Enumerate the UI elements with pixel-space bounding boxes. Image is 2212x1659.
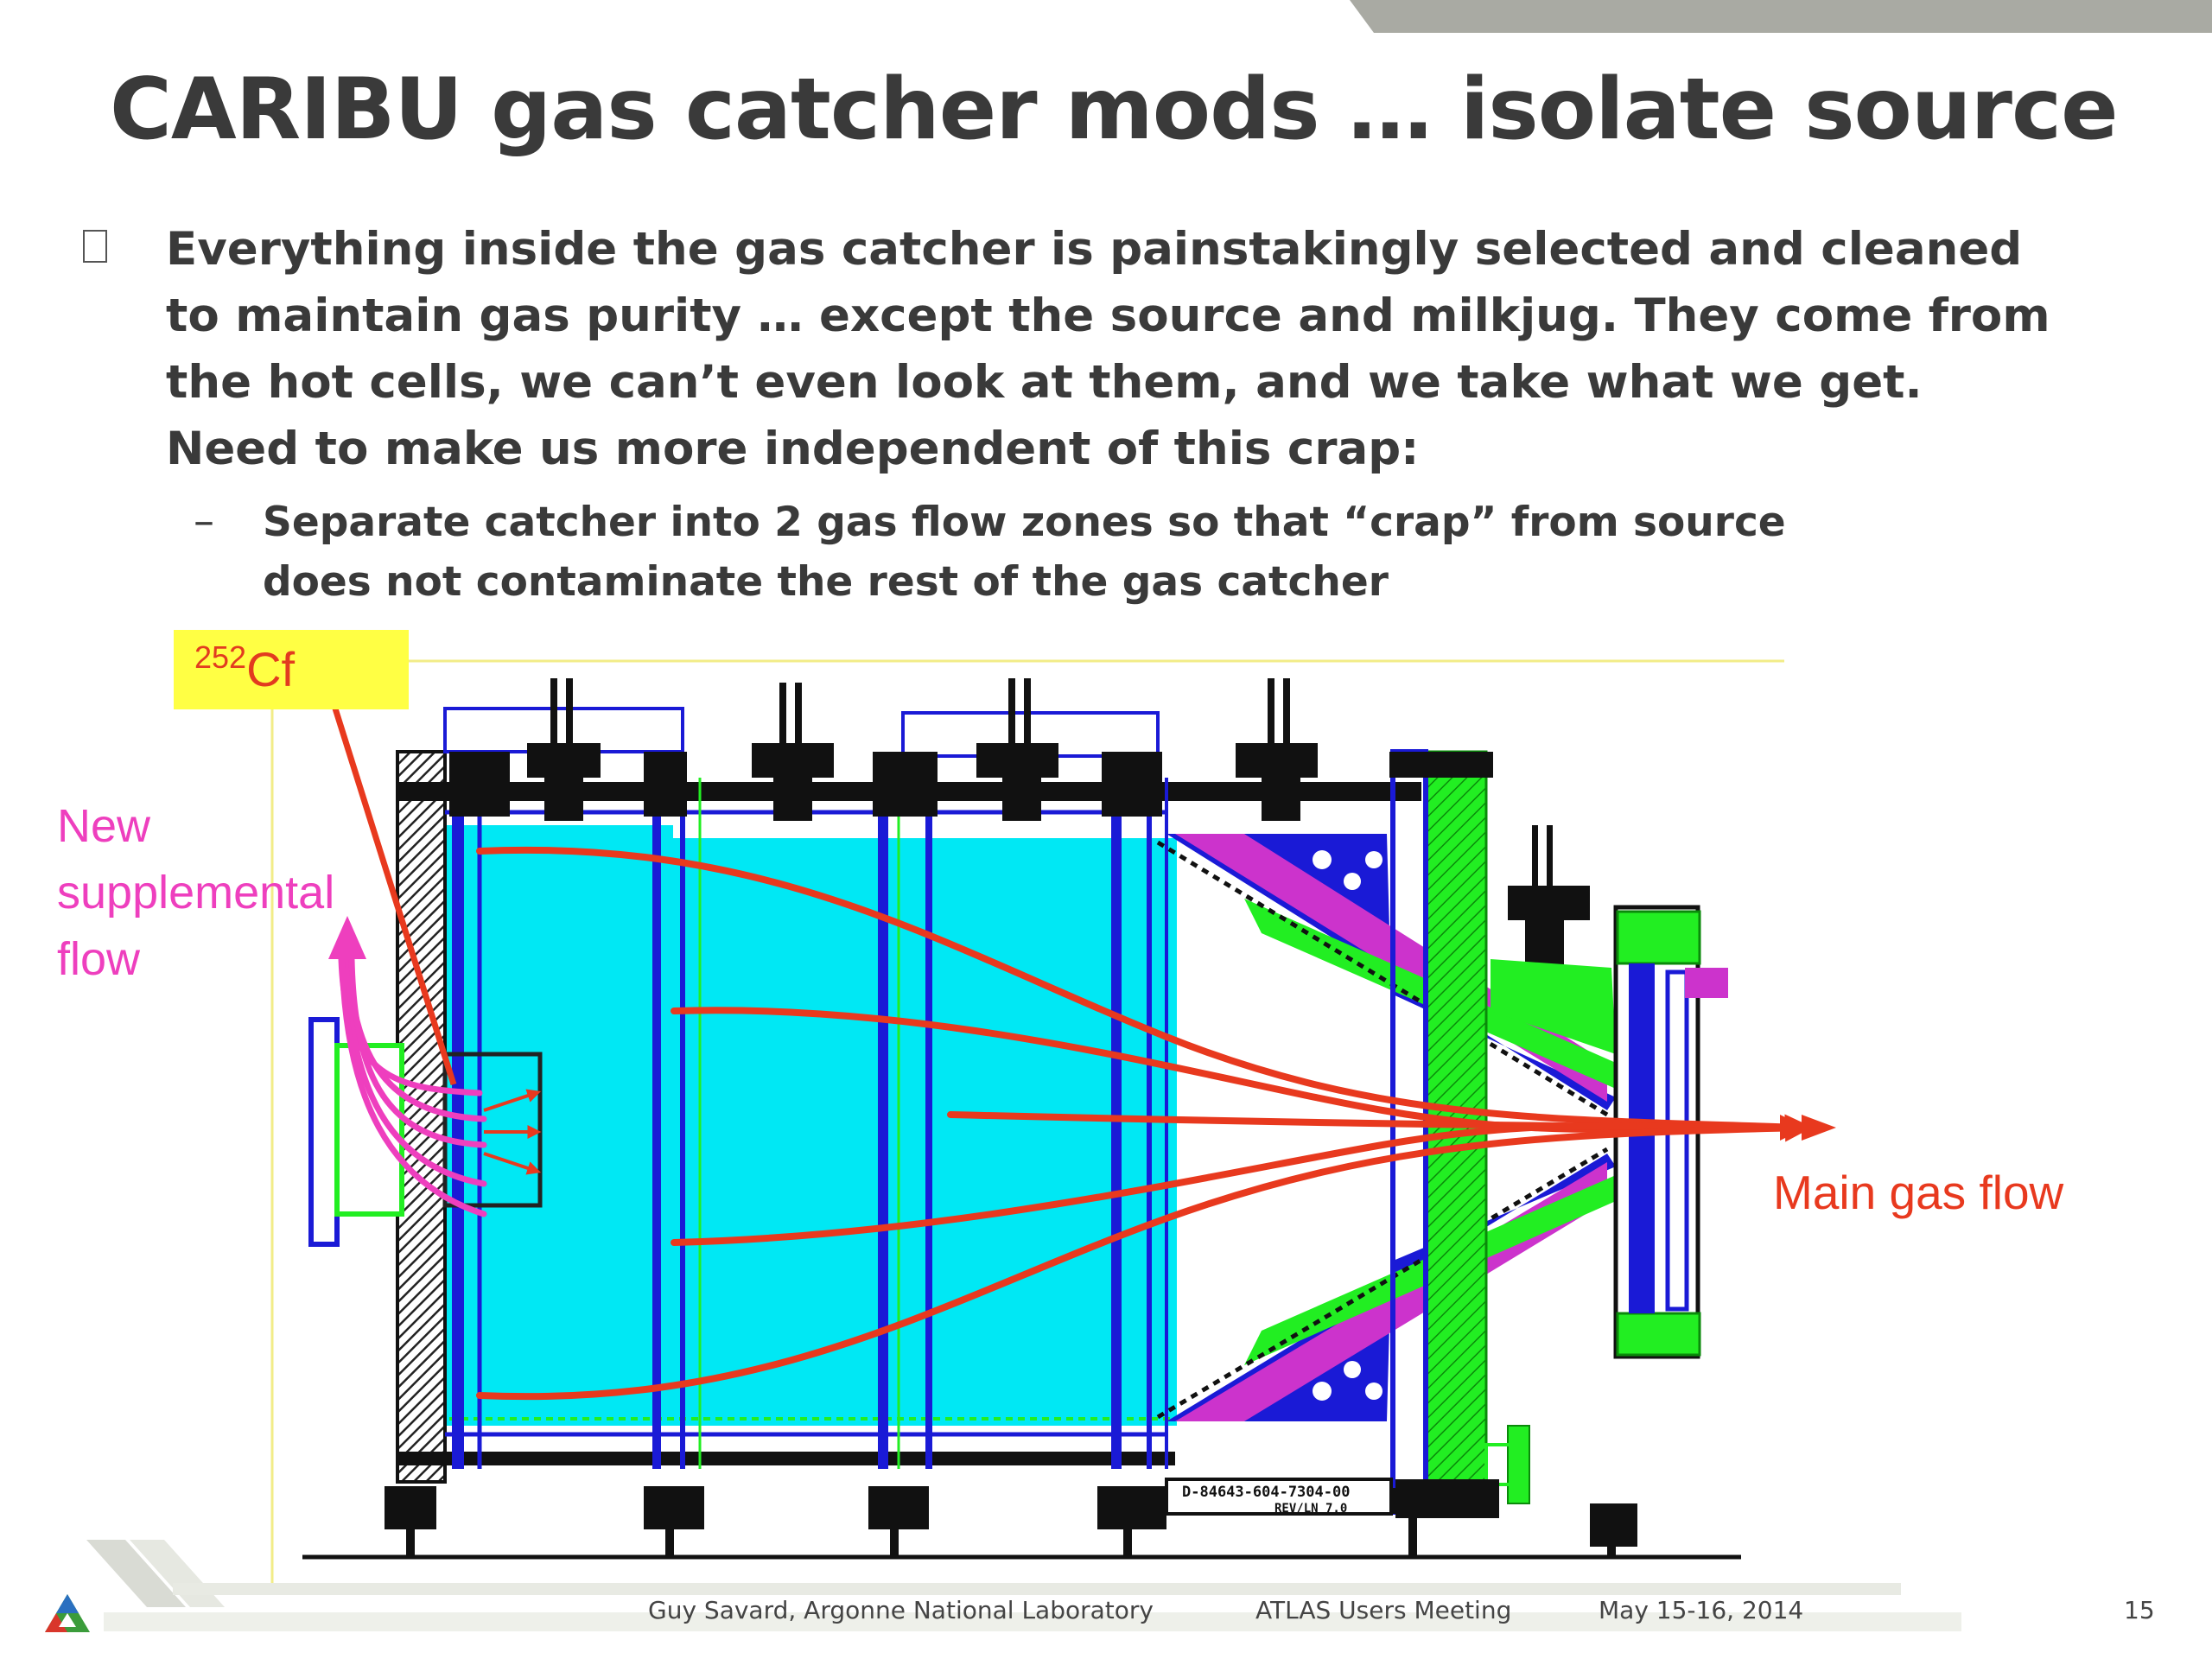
sub-bullet-dash: –	[194, 497, 214, 545]
top-feedthroughs	[449, 678, 1318, 821]
support-legs	[385, 1478, 1637, 1557]
argonne-logo-icon	[45, 1594, 90, 1632]
header-decoration	[1350, 0, 2212, 33]
supplemental-label-line: flow	[57, 933, 141, 985]
lower-cone-wedge	[1156, 1147, 1616, 1421]
electrode-plates	[452, 752, 1168, 1469]
supplemental-arrow-head	[328, 916, 366, 959]
footer-decoration	[86, 1540, 1961, 1631]
footer-date: May 15-16, 2014	[1599, 1596, 1804, 1624]
main-gas-flow-label: Main gas flow	[1773, 1166, 2064, 1219]
drawing-stamp: D-84643-604-7304-00	[1182, 1484, 1350, 1501]
source-element: Cf	[246, 642, 296, 696]
source-label: 252Cf	[194, 639, 296, 697]
source-label-box	[174, 630, 409, 709]
slide-title: CARIBU gas catcher mods … isolate source	[110, 60, 2119, 159]
drawing-stamp-rev: REV/LN 7.0	[1274, 1502, 1347, 1516]
slide-number: 15	[2124, 1596, 2155, 1624]
source-mass-number: 252	[194, 639, 247, 675]
exit-nozzle-assembly	[1484, 825, 1728, 1504]
supplemental-flow-arrows	[338, 956, 487, 1217]
footer-meeting: ATLAS Users Meeting	[1255, 1596, 1512, 1624]
main-gas-flow-arrows	[476, 846, 1813, 1401]
sub-bullet-text: Separate catcher into 2 gas flow zones s…	[263, 499, 1786, 606]
bullet-marker-icon	[83, 230, 107, 263]
footer-author: Guy Savard, Argonne National Laboratory	[648, 1596, 1154, 1624]
cf-pointer-line	[332, 707, 457, 1086]
supplemental-label-line: New	[57, 800, 151, 852]
supplemental-label-line: supplemental	[57, 867, 335, 918]
supplemental-flow-label: New supplemental flow	[57, 793, 334, 993]
gas-volume	[447, 825, 1177, 1426]
main-bullet-text: Everything inside the gas catcher is pai…	[166, 223, 2050, 475]
